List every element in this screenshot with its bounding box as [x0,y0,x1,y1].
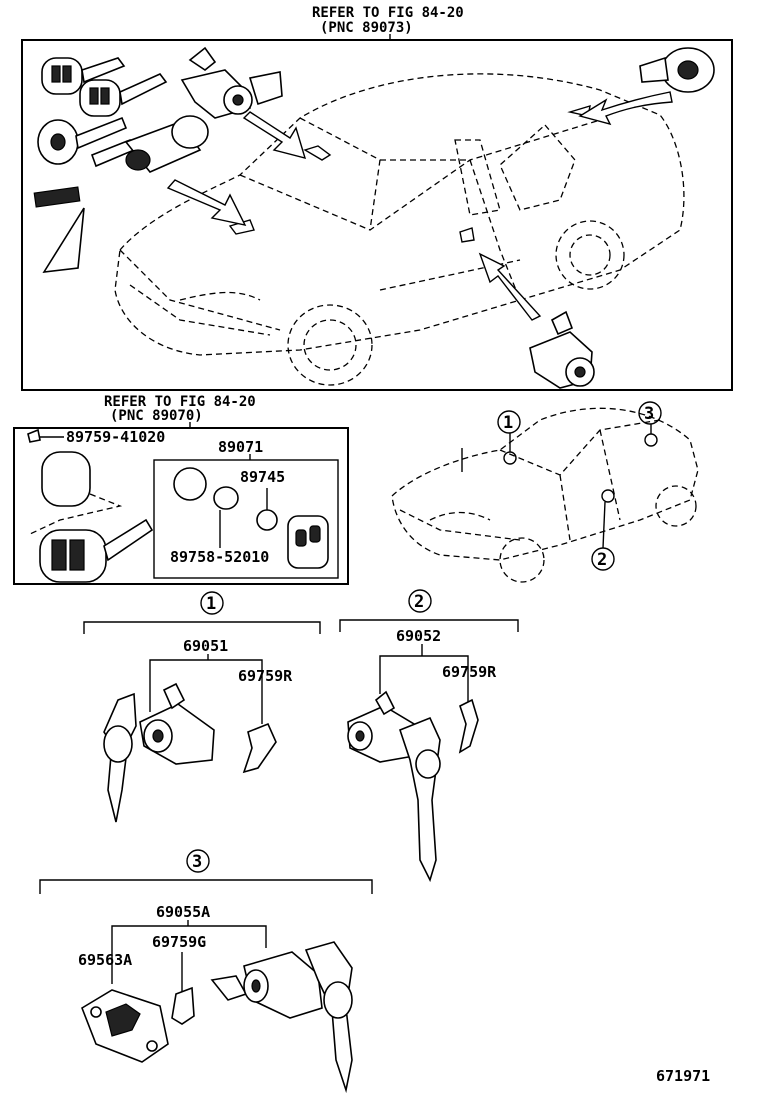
door-cylinder-bottom-illustration [478,252,595,389]
label-clip-front: 69759R [238,667,293,685]
callout-2-section-text: 2 [414,592,424,612]
callout-3-section-text: 3 [192,852,202,872]
figure-id: 671971 [656,1067,710,1085]
section-2-bracket [339,619,519,632]
overview-box [21,39,733,391]
label-cyl-lid: 69055A [156,903,210,921]
callout-1-section [200,591,224,615]
top-ref-line1: REFER TO FIG 84-20 [312,5,464,21]
transmitter-box [13,427,349,585]
callout-2-locator [591,547,615,571]
front-door-cylinder-part [103,682,277,823]
top-ref-line2: (PNC 89073) [320,20,413,36]
callout-1-locator-text: 1 [503,413,513,433]
section-1-leaders [149,654,263,724]
lid-cylinder-top-illustration [578,47,715,126]
screw-part [27,428,64,443]
ignition-cylinder-illustration [90,115,247,226]
mid-ref-line1: REFER TO FIG 84-20 [104,394,256,410]
car-overview-illustration [114,73,685,386]
callout-2-section [408,589,432,613]
rear-door-cylinder-part [347,690,479,883]
callout-1-locator [497,410,521,434]
label-clip-lid: 69759G [152,933,206,951]
transmitter-housing [29,451,154,583]
section-3-bracket [39,879,373,894]
section-1-bracket [83,621,321,634]
label-cyl-front: 69051 [183,637,228,655]
transmitter-internals [173,467,329,569]
key-set-illustration [33,57,168,273]
mid-ref-line2: (PNC 89070) [110,408,203,424]
callout-1-section-text: 1 [206,594,216,614]
section-2-leaders [379,644,469,704]
door-cylinder-top-illustration [180,46,307,159]
label-cyl-rear: 69052 [396,627,441,645]
callout-3-section [186,849,210,873]
label-o-ring: 89758-52010 [170,548,269,566]
callout-3-locator [638,401,662,425]
label-battery: 89745 [240,468,285,486]
lid-cylinder-part [81,941,353,1094]
callout-2-locator-text: 2 [597,550,607,570]
callout-3-locator-text: 3 [644,404,654,424]
section-3-leaders [111,920,267,984]
transmitter-inner-box [153,459,339,579]
label-plate-lid: 69563A [78,951,132,969]
label-screw: 89759-41020 [66,428,165,446]
label-transmitter-assy: 89071 [218,438,263,456]
label-clip-rear: 69759R [442,663,497,681]
car-locator-illustration [391,407,699,583]
